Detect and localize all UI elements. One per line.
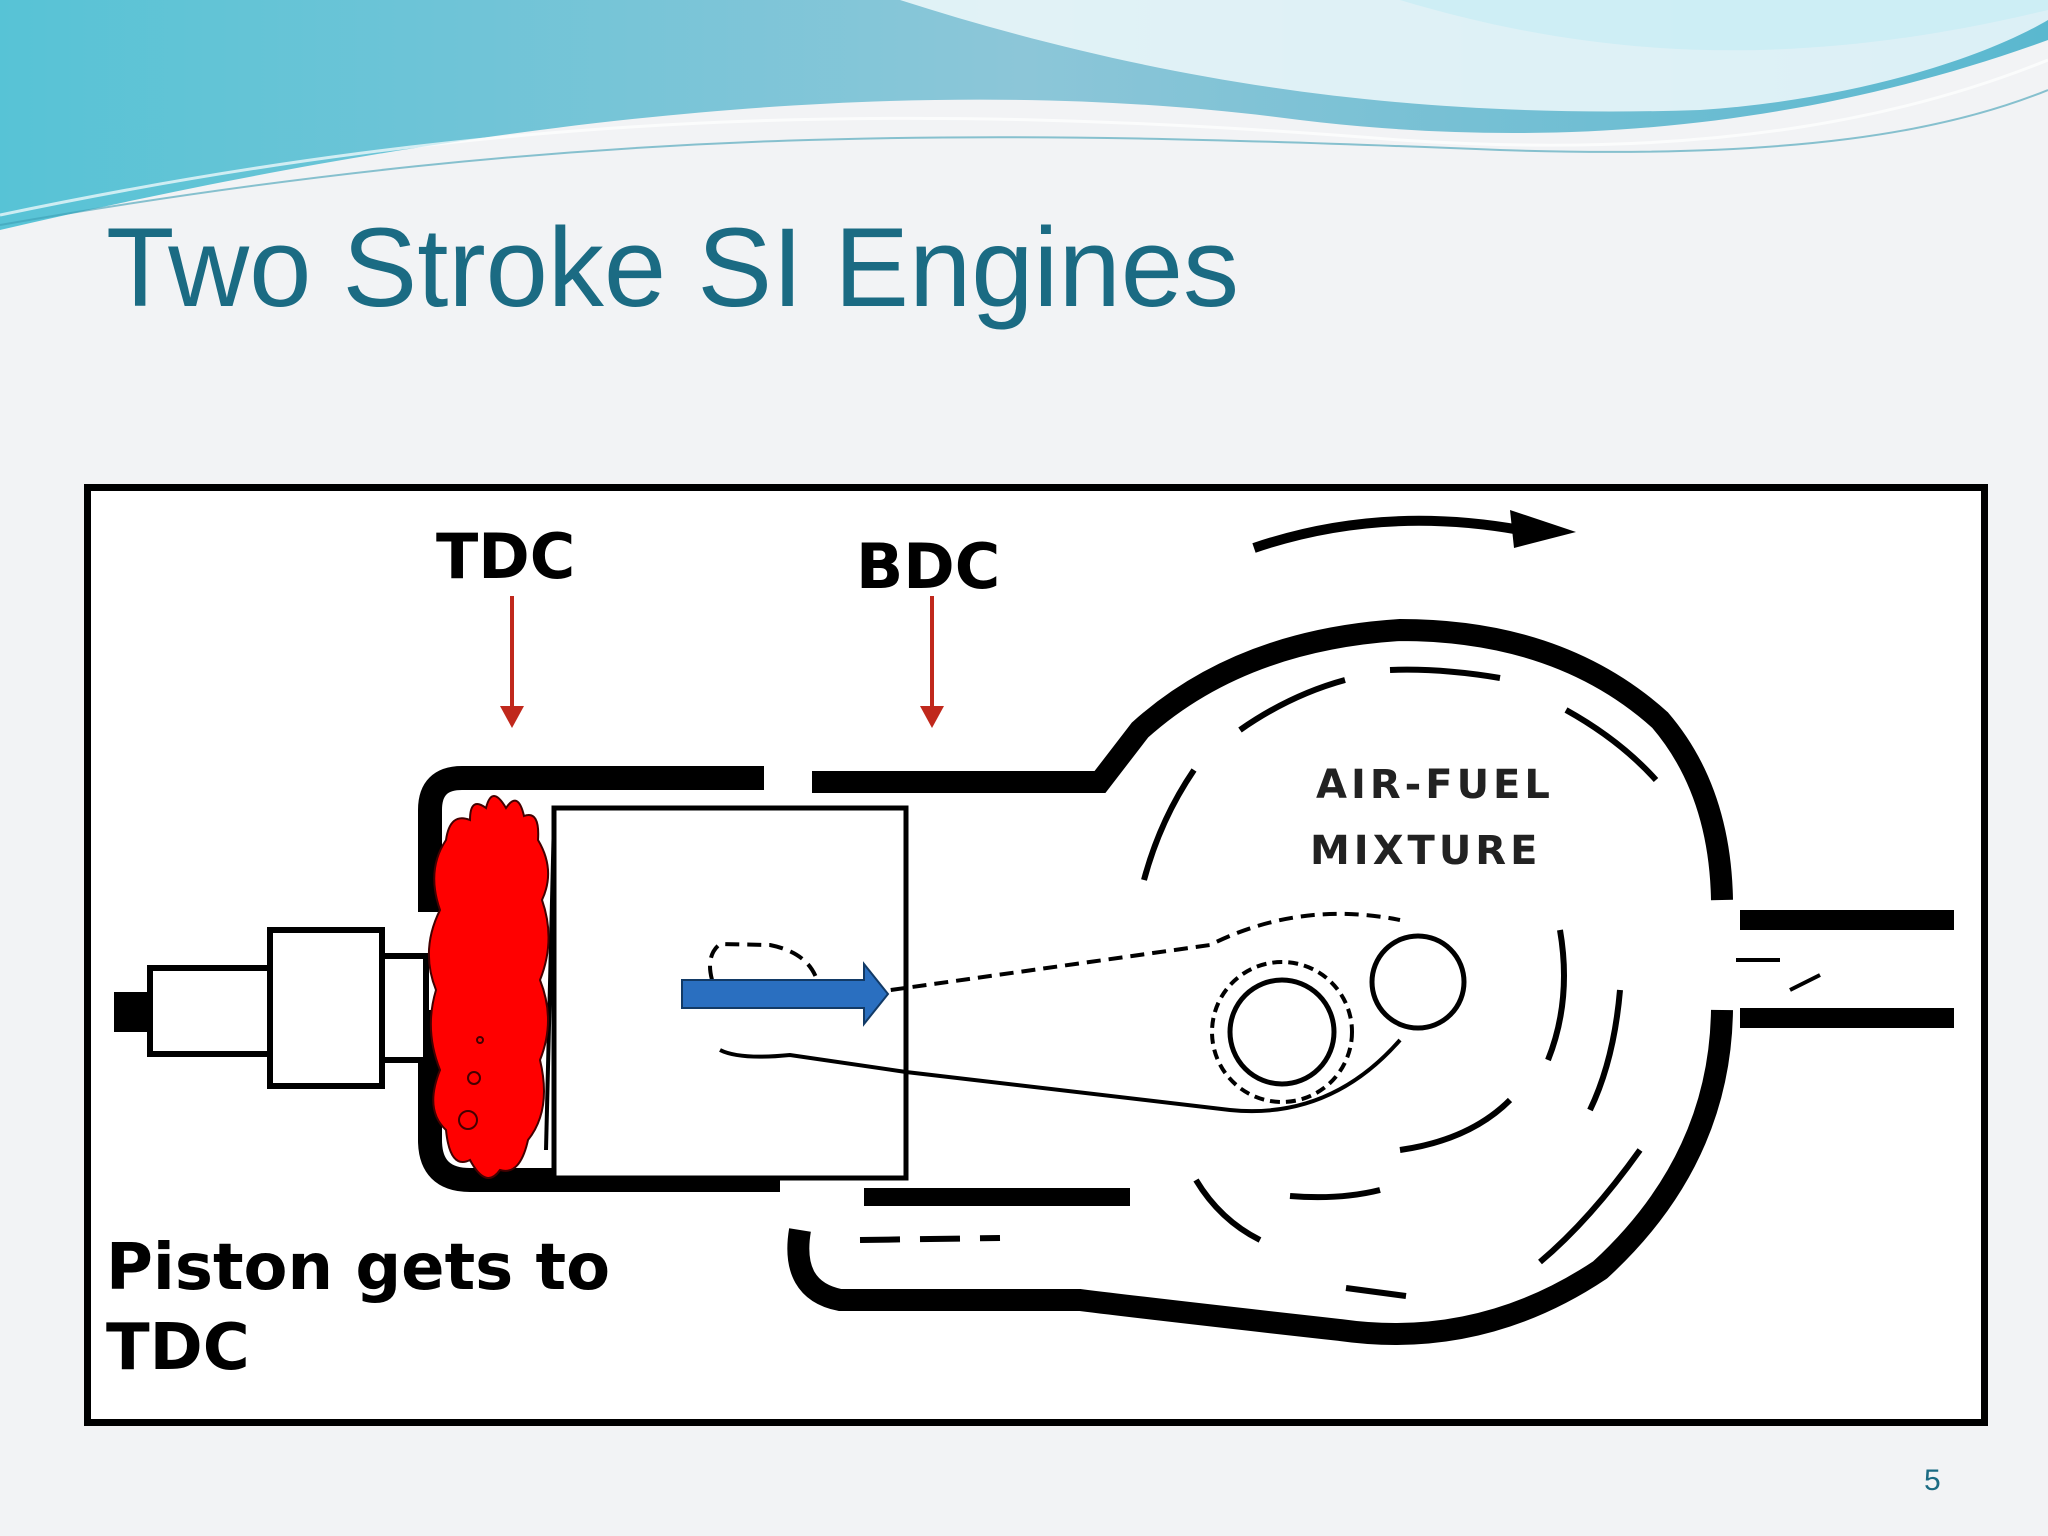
top-rotation-arrowhead (1510, 510, 1576, 548)
chamber-label-line2: MIXTURE (1310, 828, 1542, 874)
transfer-passage (859, 1235, 1001, 1243)
intake-pipe-top (1740, 910, 1954, 930)
crankshaft (1369, 933, 1467, 1031)
cylinder-top-wall (418, 766, 764, 912)
flame-bubble (458, 1110, 478, 1130)
chamber-label-line1: AIR-FUEL (1316, 762, 1554, 808)
connecting-rod (708, 911, 1401, 1003)
crank-pin (1227, 977, 1337, 1087)
combustion-flame (427, 795, 550, 1179)
flow-arrow-9 (1193, 1178, 1262, 1243)
crankcase-lower-wall (787, 1009, 1733, 1345)
slide-title: Two Stroke SI Engines (106, 205, 1240, 330)
flow-arrow-3 (1564, 707, 1659, 783)
piston-motion-arrow (681, 961, 890, 1027)
connecting-rod-lower (719, 1038, 1402, 1114)
flame-bubble (467, 1071, 481, 1085)
diagram-caption: Piston gets to TDC (106, 1231, 611, 1385)
transfer-port-bar (864, 1188, 1130, 1206)
flow-arrow-1 (1238, 677, 1346, 733)
flow-arrow-11 (1345, 1285, 1407, 1299)
flow-arrow-8 (1289, 1187, 1381, 1201)
flow-arrow-4 (1141, 768, 1197, 881)
flow-arrow-2 (1389, 666, 1501, 681)
flame-bubble (476, 1036, 484, 1044)
spark-plug-hex (267, 927, 385, 1089)
intake-pipe-inner (1736, 958, 1821, 992)
bdc-label: BDC (856, 530, 1001, 603)
flow-arrow-7 (1399, 1097, 1513, 1153)
spark-plug-base (379, 953, 429, 1063)
tdc-marker-arrowhead (500, 706, 524, 728)
crank-pin-outer (1210, 960, 1354, 1104)
top-rotation-arrow (1252, 515, 1521, 553)
page-number: 5 (1924, 1464, 1941, 1497)
flow-arrow-6 (1587, 989, 1623, 1112)
flow-arrow-10 (1538, 1148, 1643, 1265)
tdc-label: TDC (436, 520, 576, 593)
bdc-marker-arrowhead (920, 706, 944, 728)
flow-arrow-5 (1545, 929, 1567, 1062)
piston-crown-line (544, 817, 556, 1151)
cylinder-bottom-wall (418, 1010, 780, 1192)
header-wave-decoration (0, 0, 2048, 230)
spark-plug-body (147, 965, 273, 1057)
cylinder-top-wall-right (812, 618, 1733, 901)
intake-pipe-bottom (1740, 1008, 1954, 1028)
